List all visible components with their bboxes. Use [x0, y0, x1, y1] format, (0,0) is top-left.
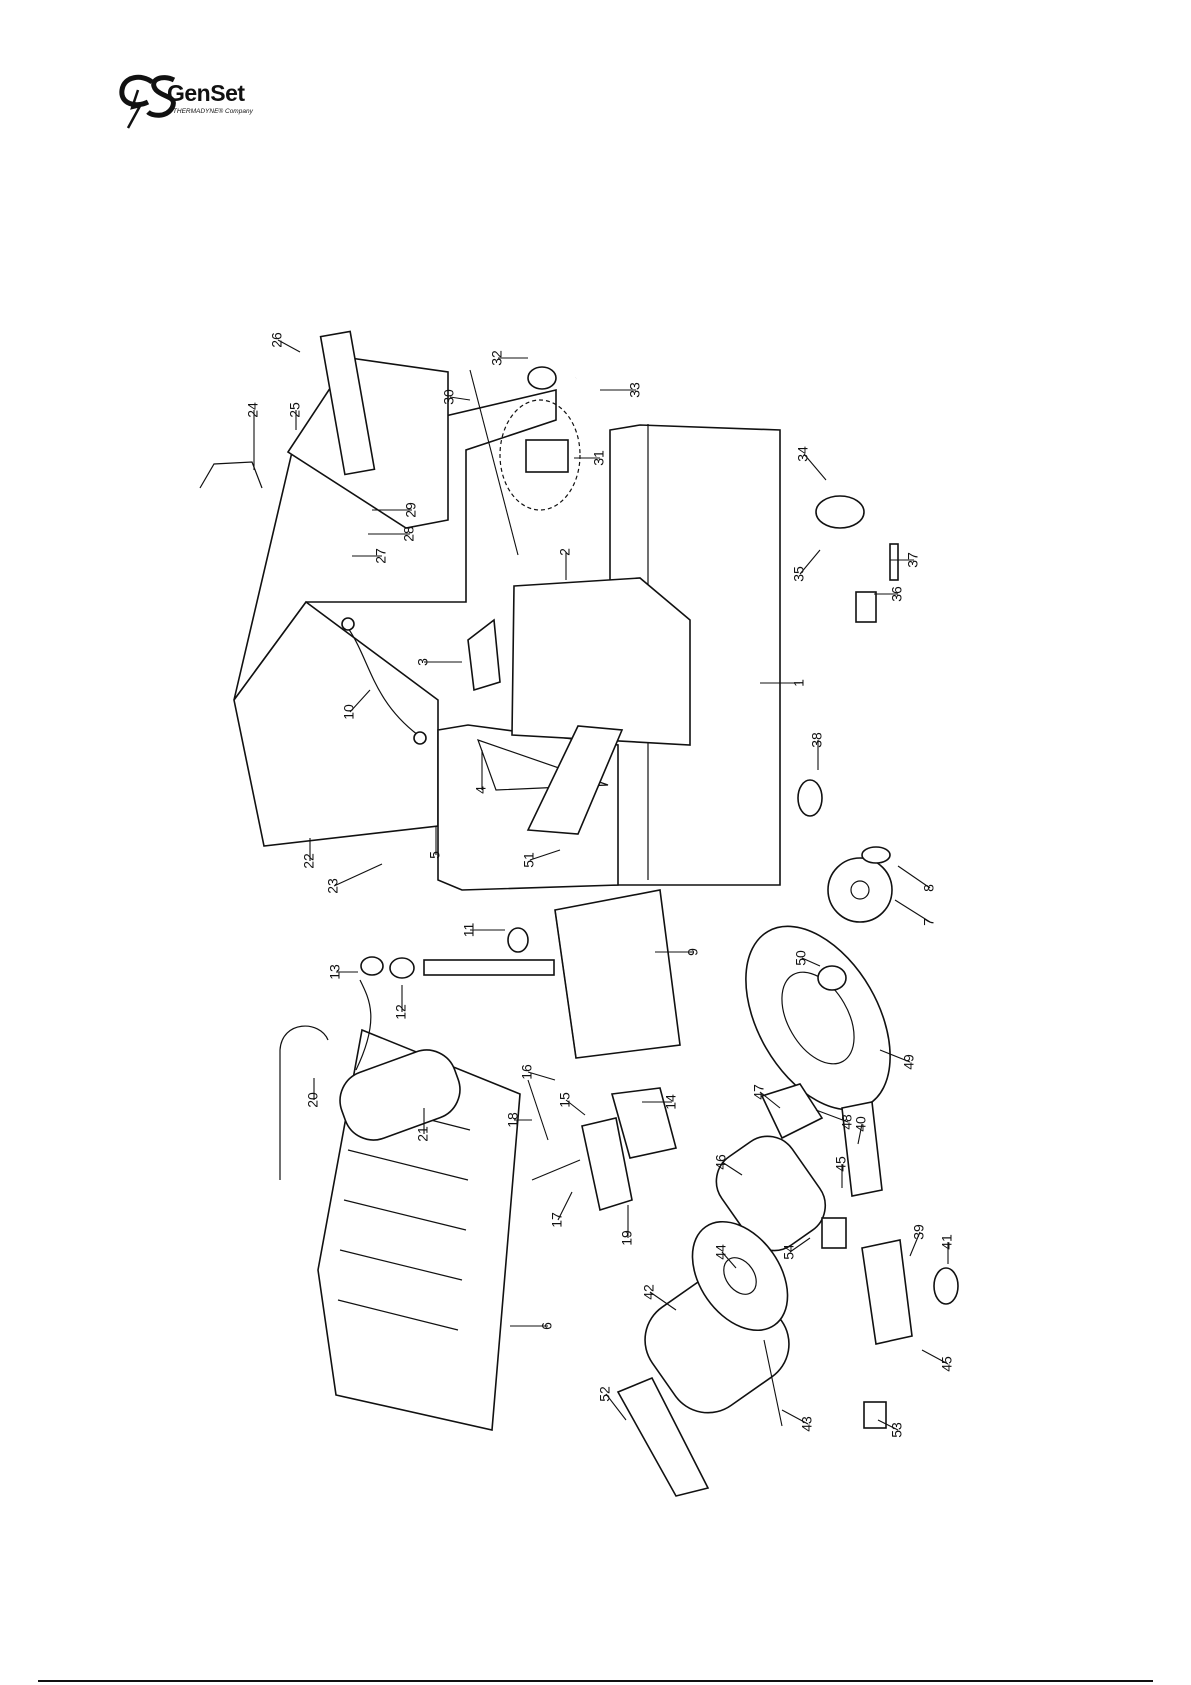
callout-label-3: 3	[415, 658, 431, 666]
callout-label-5: 5	[427, 851, 443, 859]
callout-label-24: 24	[245, 402, 261, 418]
callout-label-54: 54	[781, 1244, 797, 1260]
mount-bracket	[526, 440, 568, 472]
callout-leader-23	[334, 864, 382, 886]
callout-label-21: 21	[415, 1126, 431, 1142]
handle	[200, 462, 262, 488]
callout-label-47: 47	[751, 1084, 767, 1100]
callout-label-17: 17	[549, 1212, 565, 1228]
clamp	[528, 367, 556, 389]
callout-label-10: 10	[341, 704, 357, 720]
fan	[828, 858, 892, 922]
callout-label-49: 49	[901, 1054, 917, 1070]
callout-label-48: 48	[839, 1114, 855, 1130]
callout-label-28: 28	[401, 526, 417, 542]
callout-label-11: 11	[461, 923, 477, 938]
callout-label-38: 38	[809, 732, 825, 748]
callout-label-51: 51	[521, 852, 537, 868]
callout-label-6: 6	[539, 1322, 555, 1330]
page-bottom-rule	[38, 1680, 1153, 1682]
callout-label-32: 32	[489, 350, 505, 366]
callout-label-18: 18	[505, 1112, 521, 1128]
exhaust-pipe	[424, 960, 554, 975]
callout-label-53: 53	[889, 1422, 905, 1438]
callout-label-16: 16	[519, 1064, 535, 1080]
callout-label-39: 39	[911, 1224, 927, 1240]
callout-label-45b: 45	[939, 1356, 955, 1372]
callout-label-14: 14	[663, 1094, 679, 1110]
callout-label-23: 23	[325, 878, 341, 894]
starter-34	[816, 496, 864, 528]
callout-label-12: 12	[393, 1004, 409, 1020]
callout-label-30: 30	[441, 389, 457, 405]
fan-housing	[716, 901, 920, 1134]
callout-label-8: 8	[921, 884, 937, 892]
callout-label-9: 9	[685, 948, 701, 956]
callout-label-26: 26	[269, 332, 285, 348]
callout-label-34: 34	[795, 446, 811, 462]
callout-label-52: 52	[597, 1386, 613, 1402]
spring-37	[890, 544, 898, 580]
cover-plate	[468, 620, 500, 690]
callout-label-44: 44	[713, 1244, 729, 1260]
callout-label-31: 31	[591, 450, 607, 466]
callout-label-25: 25	[287, 402, 303, 418]
callout-label-45a: 45	[833, 1156, 849, 1172]
callout-label-22: 22	[301, 853, 317, 869]
callout-label-27: 27	[373, 548, 389, 564]
callout-label-2: 2	[557, 548, 573, 556]
callout-label-19: 19	[619, 1230, 635, 1246]
callout-label-40: 40	[853, 1116, 869, 1132]
parts-artwork	[200, 331, 958, 1496]
callout-label-43: 43	[799, 1416, 815, 1432]
callout-label-41: 41	[939, 1234, 955, 1250]
rubber-mount-38	[798, 780, 822, 816]
callout-label-29: 29	[403, 502, 419, 518]
callout-label-20: 20	[305, 1092, 321, 1108]
bracket-36	[856, 592, 876, 622]
exhaust-box	[555, 890, 680, 1058]
bracket-54	[822, 1218, 846, 1248]
callout-label-33: 33	[627, 382, 643, 398]
frame-bracket	[512, 578, 690, 745]
spacer-ring	[818, 966, 846, 990]
callout-label-37: 37	[905, 552, 921, 568]
cap	[508, 928, 528, 952]
callout-label-7: 7	[921, 918, 937, 926]
callout-label-50: 50	[793, 950, 809, 966]
callout-label-13: 13	[327, 964, 343, 980]
callout-label-46: 46	[713, 1154, 729, 1170]
callout-label-4: 4	[473, 786, 489, 794]
callout-label-42: 42	[641, 1284, 657, 1300]
callout-label-35: 35	[791, 566, 807, 582]
callout-label-15: 15	[557, 1092, 573, 1108]
hose-clamp	[862, 847, 890, 863]
bracket-53	[864, 1402, 886, 1428]
callout-label-1: 1	[791, 679, 807, 687]
mount-bracket-39	[862, 1240, 912, 1344]
rod	[470, 370, 518, 555]
rubber-mount-41	[934, 1268, 958, 1304]
callout-label-36: 36	[889, 586, 905, 602]
